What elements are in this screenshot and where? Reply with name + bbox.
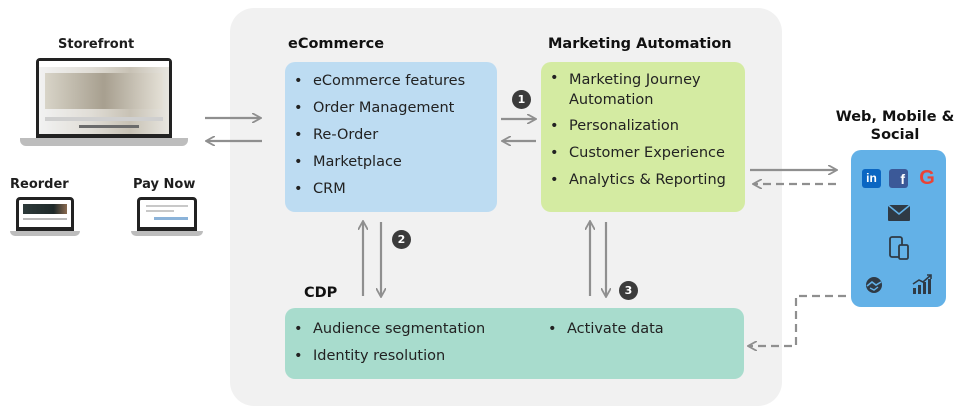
cdp-list-right: Activate data	[539, 316, 729, 343]
ecommerce-box: eCommerce features Order Management Re-O…	[285, 62, 497, 212]
list-item: Activate data	[539, 316, 729, 343]
list-item: Identity resolution	[285, 343, 525, 370]
marketing-list: Marketing Journey Automation Personaliza…	[541, 68, 745, 194]
mail-icon	[887, 204, 911, 221]
list-item: CRM	[285, 176, 497, 203]
marketing-box: Marketing Journey Automation Personaliza…	[541, 62, 745, 212]
arrow-web-to-cdp	[749, 294, 846, 346]
list-item: Order Management	[285, 95, 497, 122]
reorder-label: Reorder	[10, 177, 69, 192]
web-title-line2: Social	[870, 127, 920, 143]
ecommerce-title: eCommerce	[288, 36, 385, 52]
step-badge-3: 3	[619, 281, 638, 300]
list-item: Analytics & Reporting	[541, 167, 745, 194]
web-title: Web, Mobile & Social	[830, 108, 960, 144]
linkedin-icon: in	[862, 169, 881, 188]
list-item: eCommerce features	[285, 68, 497, 95]
web-title-line1: Web, Mobile &	[835, 109, 955, 125]
ecommerce-list: eCommerce features Order Management Re-O…	[285, 68, 497, 203]
facebook-icon: f	[889, 169, 908, 188]
handshake-icon	[866, 277, 882, 293]
list-item: Audience segmentation	[285, 316, 525, 343]
list-item: Re-Order	[285, 122, 497, 149]
reorder-laptop	[10, 197, 80, 236]
cdp-box: Audience segmentation Identity resolutio…	[285, 308, 744, 379]
web-mobile-social-box: in f G	[851, 150, 946, 307]
paynow-laptop	[131, 197, 203, 236]
step-badge-1: 1	[512, 90, 531, 109]
list-item: Customer Experience	[541, 140, 745, 167]
marketing-title: Marketing Automation	[548, 36, 732, 52]
analytics-icon	[912, 274, 932, 294]
list-item: Marketing Journey Automation	[541, 68, 745, 113]
list-item: Personalization	[541, 113, 745, 140]
storefront-laptop	[20, 58, 188, 146]
cdp-title: CDP	[304, 285, 338, 301]
cdp-list-left: Audience segmentation Identity resolutio…	[285, 316, 525, 370]
paynow-label: Pay Now	[133, 177, 196, 192]
step-badge-2: 2	[392, 230, 411, 249]
google-icon: G	[919, 167, 935, 189]
devices-icon	[889, 236, 909, 260]
storefront-label: Storefront	[58, 37, 135, 52]
list-item: Marketplace	[285, 149, 497, 176]
